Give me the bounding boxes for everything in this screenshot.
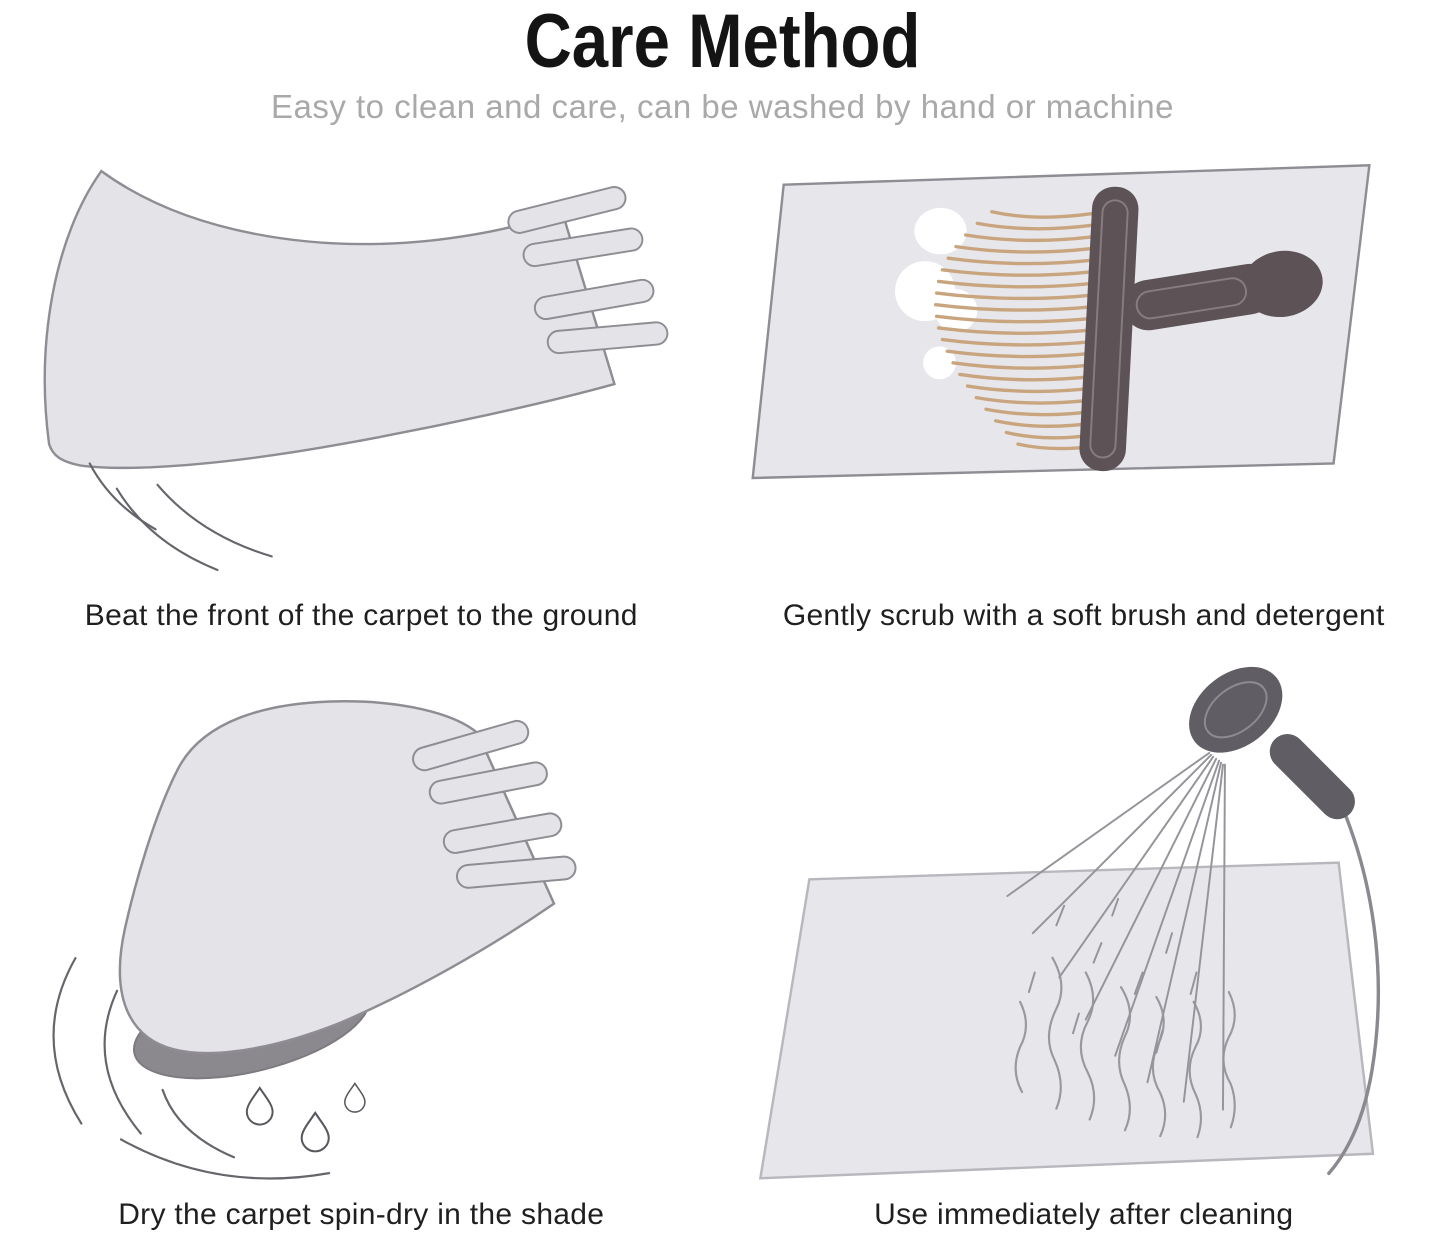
panel-rinse: Use immediately after cleaning (723, 643, 1445, 1242)
caption-rinse: Use immediately after cleaning (874, 1198, 1293, 1238)
page-subtitle: Easy to clean and care, can be washed by… (0, 88, 1445, 126)
beat-carpet-illustration (14, 144, 708, 599)
panel-scrub-brush: Gently scrub with a soft brush and deter… (723, 138, 1445, 643)
caption-beat-carpet: Beat the front of the carpet to the grou… (85, 599, 638, 639)
shower-head-icon (1172, 649, 1362, 826)
panel-grid: Beat the front of the carpet to the grou… (0, 138, 1445, 1242)
header: Care Method Easy to clean and care, can … (0, 0, 1445, 138)
scrub-brush-illustration (737, 144, 1431, 599)
caption-spin-dry: Dry the carpet spin-dry in the shade (118, 1198, 604, 1238)
water-drop-icon (247, 1083, 365, 1151)
page-title: Care Method (101, 4, 1344, 80)
spin-dry-illustration (14, 649, 708, 1198)
care-method-infographic: Care Method Easy to clean and care, can … (0, 0, 1445, 1210)
motion-lines-icon (90, 463, 272, 569)
rinse-illustration (737, 649, 1431, 1198)
panel-spin-dry: Dry the carpet spin-dry in the shade (0, 643, 723, 1242)
mat-icon (760, 863, 1373, 1179)
panel-beat-carpet: Beat the front of the carpet to the grou… (0, 138, 723, 643)
caption-scrub-brush: Gently scrub with a soft brush and deter… (783, 599, 1385, 639)
